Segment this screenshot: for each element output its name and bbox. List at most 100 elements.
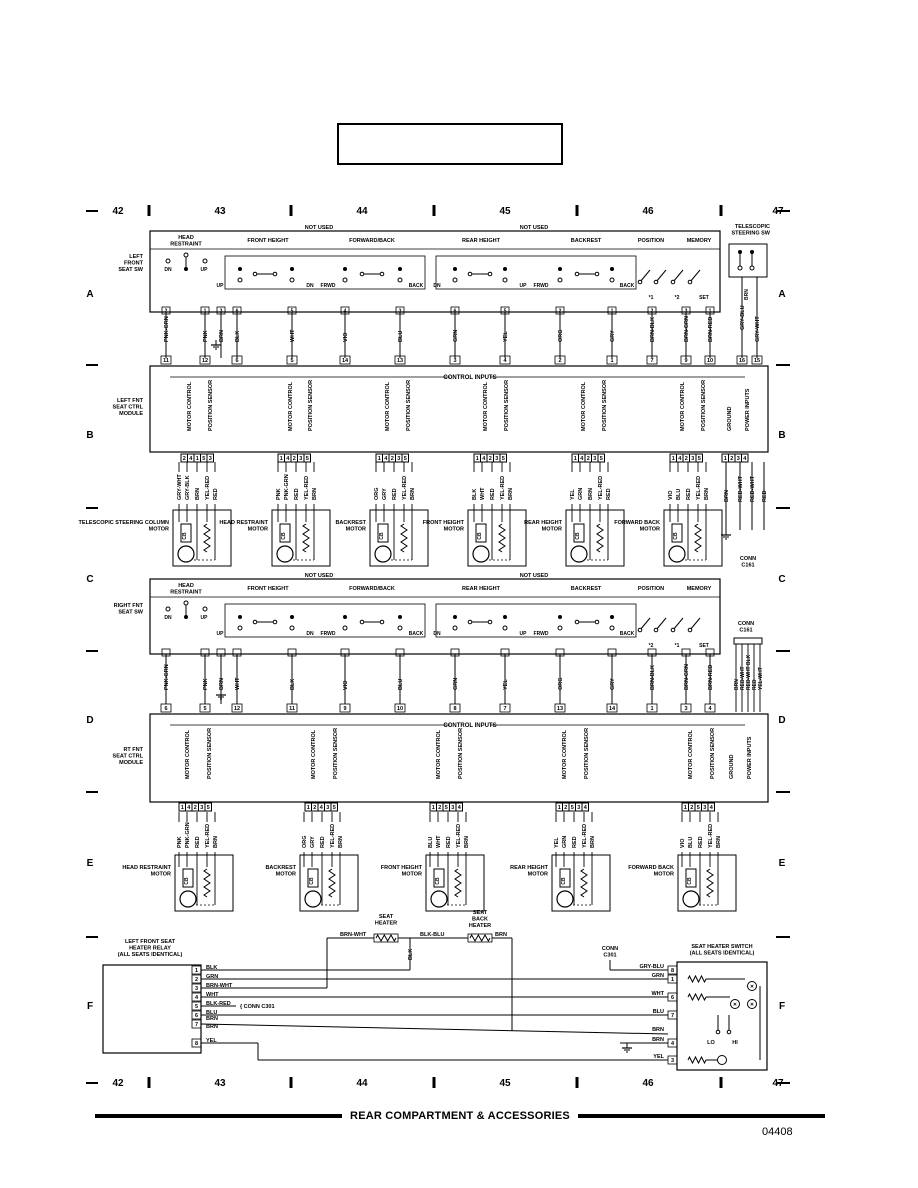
telescopic-steering-sw-label: STEERING SW	[731, 231, 770, 237]
wire-color-label: GRY	[382, 488, 388, 500]
connector-pin-number: 2	[194, 805, 197, 811]
module-input-pin-cell	[704, 355, 716, 365]
connector-pin-number: 4	[187, 805, 191, 811]
module-function-label: GROUND	[729, 755, 735, 779]
junction-dot	[503, 267, 507, 271]
seat-heater-label: HEATER	[375, 921, 397, 927]
wire-color-label: PNK-GRN	[164, 316, 170, 342]
memory-switch-blade	[672, 269, 684, 283]
module-input-pin-number: 3	[453, 358, 456, 364]
motor-symbol	[177, 545, 195, 563]
motor-name-label: MOTOR	[346, 527, 366, 533]
switch-lo-label: LO	[707, 1040, 715, 1046]
wire-color-label: GRY	[610, 678, 616, 690]
wire-color-label: PNK	[203, 678, 209, 690]
terminal	[574, 619, 580, 625]
switch-pin-cell	[667, 1010, 678, 1020]
connector-pin-number: 2	[183, 456, 186, 462]
motor-name-label: MOTOR	[248, 527, 268, 533]
row-letter-E: E	[87, 858, 94, 869]
footer-title: REAR COMPARTMENT & ACCESSORIES	[350, 1110, 570, 1122]
module-input-pin-cell	[199, 703, 211, 713]
connector-pin-number: 5	[202, 456, 205, 462]
switch-terminal-number: 2	[651, 309, 654, 315]
left-front-seat-sw-label: FRONT	[124, 261, 144, 267]
wire-color-label: BLK-BLU	[420, 932, 444, 938]
module-input-pin-number: 14	[342, 358, 349, 364]
conn-c161-label: CONN	[738, 621, 754, 627]
module-input-pin-cell	[394, 703, 406, 713]
row-letter-D: D	[778, 715, 785, 726]
module-input-pin-number: 11	[163, 358, 169, 364]
wire-color-label: WHT	[290, 329, 296, 342]
module-input-pin-number: 12	[234, 706, 240, 712]
connector-pin-number: 2	[685, 456, 688, 462]
wire-color-label: BLK	[472, 489, 478, 500]
wire-color-label: PNK-GRN	[185, 822, 191, 848]
module-input-pin-number: 9	[343, 706, 346, 712]
module-input-pin-cell	[199, 355, 211, 365]
connector-pin-number: 4	[189, 456, 193, 462]
position-sensor-resistor	[596, 523, 604, 553]
junction-dot	[343, 267, 347, 271]
relay-pin-number: 1	[195, 968, 198, 974]
switch-pin-number: 3	[671, 1058, 674, 1064]
seat-back-heater-label: BACK	[472, 917, 488, 923]
wire-color-label: VIO	[343, 680, 349, 690]
row-letter-D: D	[86, 715, 93, 726]
connector-pin-number: 4	[458, 805, 462, 811]
connector-pin-number: 4	[678, 456, 682, 462]
switch-pin-number: 1	[671, 977, 674, 983]
wire-color-label: BRN-GRN	[684, 316, 690, 342]
frame-markers: 424344454647424344454647AABBCCDDEEFF	[86, 205, 790, 1089]
connector-pin-number: 5	[306, 456, 309, 462]
motor-name-label: HEAD RESTRAINT	[219, 520, 268, 526]
column-number-43: 43	[214, 206, 226, 217]
telescopic-switch-housing	[728, 243, 768, 278]
module-function-label: POSITION SENSOR	[710, 728, 716, 779]
module-input-pin-number: 4	[503, 358, 507, 364]
connector-pin-number: 1	[196, 456, 199, 462]
column-number-45: 45	[499, 1078, 511, 1089]
heater-relay-label: (ALL SEATS IDENTICAL)	[118, 952, 183, 958]
connector-pin-number: 5	[333, 805, 336, 811]
wire-color-label: BRN	[338, 836, 344, 848]
row-letter-F: F	[87, 1001, 93, 1012]
wire-color-label: YEL	[503, 331, 509, 342]
terminal	[749, 265, 755, 271]
connector-pin-number: 1	[684, 805, 687, 811]
brn-wire	[200, 1023, 669, 1035]
terminal	[670, 279, 676, 285]
circuit-breaker-label: CB	[281, 532, 287, 540]
connector-pin-number: 2	[313, 805, 316, 811]
module-input-pin-number: 5	[290, 358, 293, 364]
switch-position-label: *2	[675, 295, 680, 301]
switch-position-label: *1	[649, 295, 654, 301]
switch-position-label: UP	[201, 267, 209, 273]
indicator-led	[747, 981, 757, 991]
memory-switch-blade	[639, 617, 651, 631]
wire-color-label: GRN	[206, 974, 218, 980]
module-input-pin-number: 1	[650, 706, 653, 712]
wire-color-label: YEL-RED	[696, 476, 702, 500]
module-input-pin-number: 12	[202, 358, 208, 364]
section-forward-back: FORWARD/BACK	[349, 586, 395, 592]
wire-color-label: BLU	[676, 489, 682, 500]
column-number-46: 46	[642, 1078, 654, 1089]
module-input-pin-cell	[646, 703, 658, 713]
conn-c301-label: CONN	[602, 946, 618, 952]
motor-name-label: HEAD RESTRAINT	[122, 865, 171, 871]
connector-pin-cell	[695, 453, 703, 463]
terminal	[715, 1029, 721, 1035]
switch-position-label: *1	[675, 643, 680, 649]
terminal	[397, 277, 403, 283]
left-module-label: LEFT FNT	[117, 398, 144, 404]
connector-pin-cell	[330, 802, 338, 812]
wire-color-label: RED	[294, 488, 300, 500]
